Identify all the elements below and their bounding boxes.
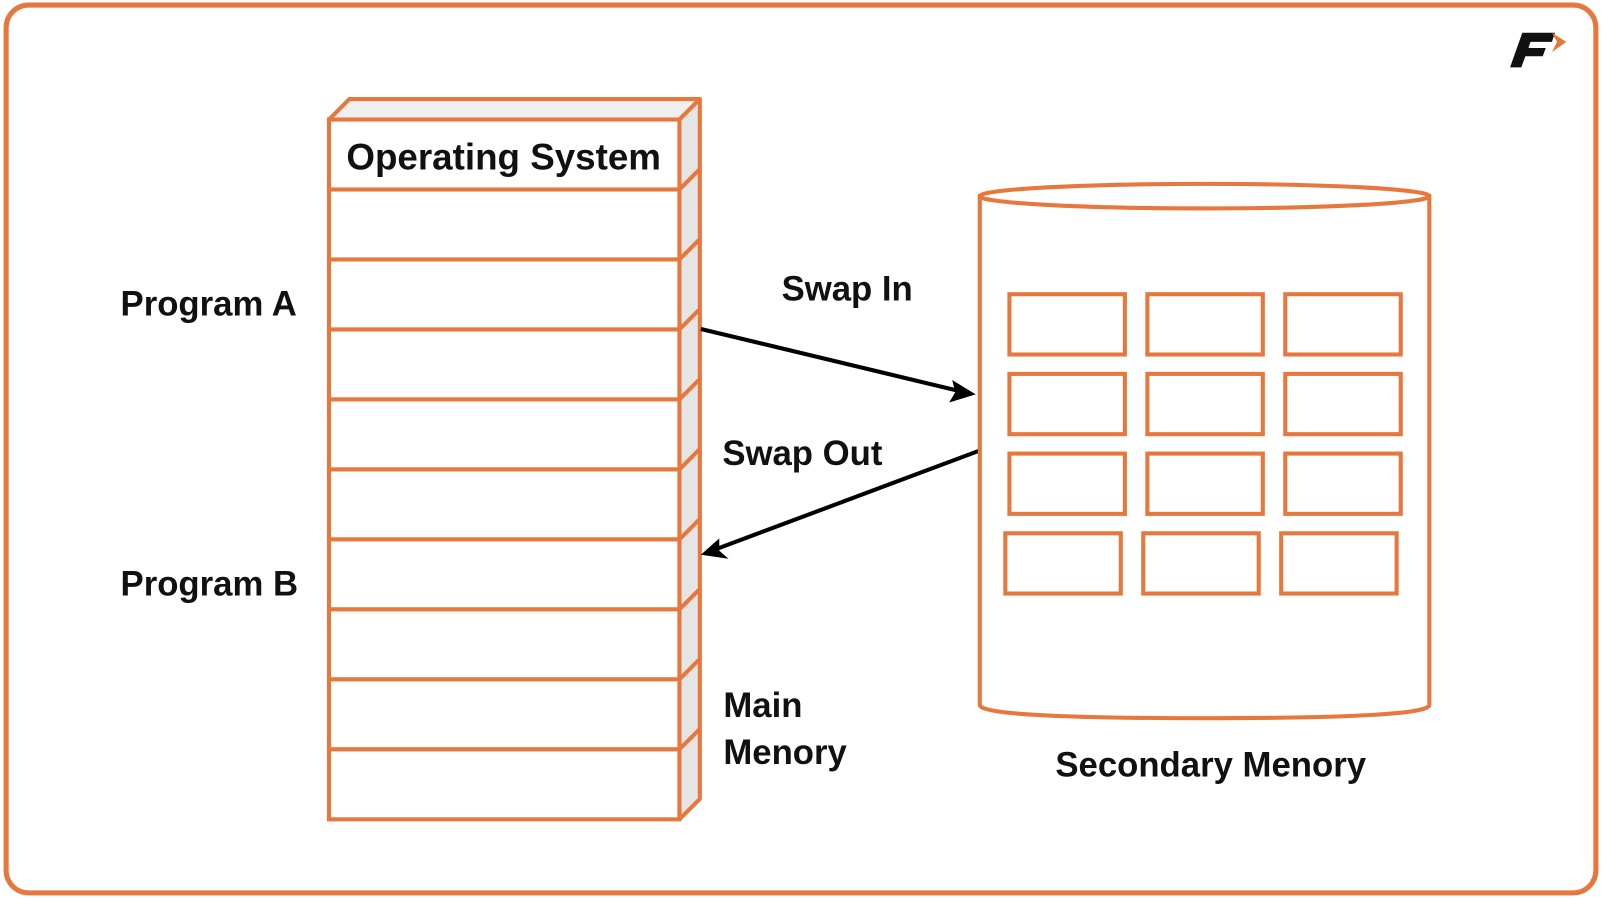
storage-block (1007, 451, 1127, 516)
storage-block (1007, 371, 1127, 437)
main-memory-label-line2: Menory (723, 734, 847, 772)
program-a-label: Program A (121, 286, 297, 324)
memory-slot (326, 747, 682, 822)
slot-side-edge (677, 307, 702, 331)
program-b-label: Program B (121, 566, 299, 604)
storage-block (1141, 531, 1261, 596)
storage-block (1145, 371, 1265, 437)
secondary-memory-cylinder (977, 181, 1432, 721)
swap-out-arrowhead (700, 538, 729, 559)
cylinder-top (977, 181, 1432, 211)
memory-slot (326, 607, 682, 682)
secondary-memory-label: Secondary Menory (1055, 746, 1366, 784)
memory-slot (326, 187, 682, 262)
memory-slot (326, 397, 682, 472)
operating-system-label: Operating System (346, 137, 661, 178)
swap-out-label: Swap Out (722, 435, 883, 473)
slot-side-edge (677, 727, 702, 751)
main-memory-stack: Operating System (326, 97, 702, 822)
swap-out-arrow (711, 448, 981, 553)
memory-slot (326, 327, 682, 402)
slot-side-edge (677, 657, 702, 681)
storage-block (1283, 371, 1403, 437)
slot-side-edge (677, 167, 702, 191)
swap-in-arrowhead (949, 380, 976, 403)
slot-side-edge (677, 517, 702, 541)
brand-f-logo-icon (1510, 32, 1567, 68)
storage-block (1007, 292, 1127, 357)
storage-block (1283, 292, 1403, 357)
storage-block (1145, 451, 1265, 516)
memory-slot (326, 537, 682, 612)
slot-side-edge (677, 587, 702, 611)
stack-top-face (326, 97, 702, 122)
memory-slot (326, 677, 682, 752)
slot-side-edge (677, 377, 702, 401)
storage-block (1279, 531, 1399, 596)
storage-block (1283, 451, 1403, 516)
main-memory-label-line1: Main (723, 687, 802, 725)
slot-side-edge (677, 237, 702, 261)
slot-side-edge (677, 447, 702, 471)
memory-slot (326, 257, 682, 332)
swap-in-arrow (700, 326, 965, 395)
swap-in-label: Swap In (782, 270, 913, 308)
storage-block (1145, 292, 1265, 357)
operating-system-block (326, 117, 682, 192)
storage-block (1003, 531, 1123, 596)
memory-slot (326, 467, 682, 542)
